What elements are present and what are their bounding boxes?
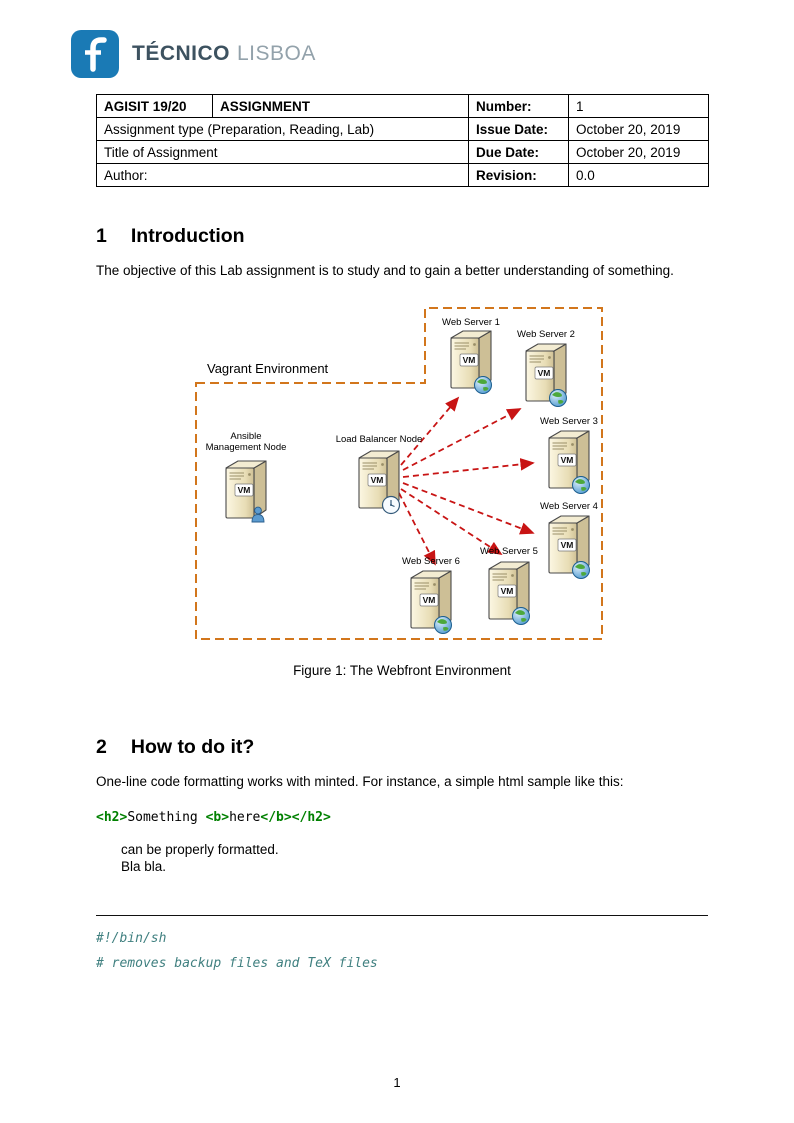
globe-icon — [434, 616, 452, 634]
ansible-management-node: Ansible Management Node VM — [206, 431, 287, 523]
formatted-note: can be properly formatted. Bla bla. — [121, 841, 708, 875]
note-line-1: can be properly formatted. — [121, 842, 279, 857]
webfront-environment-diagram: Vagrant Environment Ansible Management N… — [195, 307, 603, 640]
brand-primary-text: TÉCNICO — [132, 42, 230, 65]
table-row: AGISIT 19/20 ASSIGNMENT Number: 1 — [96, 94, 709, 118]
web-server-5-node: Web Server 5 VM — [480, 546, 538, 625]
due-date-label-cell: Due Date: — [468, 140, 569, 164]
globe-icon — [572, 561, 590, 579]
section-2-paragraph: One-line code formatting works with mint… — [96, 774, 624, 789]
web-server-1-label: Web Server 1 — [442, 317, 500, 328]
code-listing-rule — [96, 915, 708, 916]
tecnico-lisboa-logo: TÉCNICO LISBOA — [71, 30, 708, 78]
vm-badge-label: VM — [423, 595, 436, 605]
load-balancer-arrows — [398, 396, 535, 566]
tecnico-shield-icon — [71, 30, 119, 78]
issue-date-label-cell: Issue Date: — [468, 117, 569, 141]
code-text-1: Something — [127, 810, 206, 825]
html-sample-code: <h2>Something <b>here</b></h2> — [96, 810, 708, 825]
arrow-to-web-server-5 — [400, 488, 503, 555]
section-1-number: 1 — [96, 225, 107, 247]
globe-icon — [549, 389, 567, 407]
brand-wordmark: TÉCNICO LISBOA — [132, 42, 316, 66]
figure-1-caption: Figure 1: The Webfront Environment — [293, 663, 511, 678]
globe-icon — [572, 476, 590, 494]
web-server-1-node: Web Server 1 VM — [442, 317, 500, 394]
assignment-info-table: AGISIT 19/20 ASSIGNMENT Number: 1 Assign… — [96, 94, 709, 187]
web-server-4-node: Web Server 4 VM — [540, 501, 598, 579]
course-code-cell: AGISIT 19/20 — [96, 94, 213, 118]
code-open-b-tag: <b> — [205, 810, 230, 825]
web-server-4-label: Web Server 4 — [540, 501, 598, 512]
number-value-cell: 1 — [568, 94, 709, 118]
code-close-b-tag: </b> — [260, 810, 292, 825]
vm-badge-label: VM — [463, 355, 476, 365]
assignment-type-cell: Assignment type (Preparation, Reading, L… — [96, 117, 469, 141]
author-label-cell: Author: — [96, 163, 469, 187]
web-server-2-label: Web Server 2 — [517, 329, 575, 340]
note-line-2: Bla bla. — [121, 859, 167, 874]
globe-icon — [512, 607, 530, 625]
number-label-cell: Number: — [468, 94, 569, 118]
web-server-3-label: Web Server 3 — [540, 416, 598, 427]
vagrant-environment-label: Vagrant Environment — [207, 361, 329, 376]
arrow-to-web-server-1 — [400, 396, 460, 466]
shell-code-listing: #!/bin/sh # removes backup files and TeX… — [96, 926, 708, 976]
code-open-h2-tag: <h2> — [96, 810, 128, 825]
web-server-5-label: Web Server 5 — [480, 546, 538, 557]
arrow-to-web-server-2 — [402, 408, 522, 471]
section-2-heading: 2 How to do it? — [96, 736, 708, 759]
vm-badge-label: VM — [561, 455, 574, 465]
clock-icon — [381, 495, 401, 515]
table-row: Title of Assignment Due Date: October 20… — [96, 140, 709, 164]
vm-badge-label: VM — [238, 485, 251, 495]
table-row: Assignment type (Preparation, Reading, L… — [96, 117, 709, 141]
section-1-heading: 1 Introduction — [96, 225, 708, 248]
vm-badge-label: VM — [561, 540, 574, 550]
web-server-2-node: Web Server 2 VM — [517, 329, 575, 407]
arrow-to-web-server-3 — [402, 458, 535, 478]
section-2-title: How to do it? — [130, 736, 255, 758]
due-date-value-cell: October 20, 2019 — [568, 140, 709, 164]
web-server-6-label: Web Server 6 — [402, 556, 460, 567]
revision-label-cell: Revision: — [468, 163, 569, 187]
arrow-to-web-server-4 — [402, 482, 535, 535]
section-1-paragraph: The objective of this Lab assignment is … — [96, 263, 674, 278]
vm-badge-label: VM — [538, 368, 551, 378]
shell-comment-line: # removes backup files and TeX files — [96, 956, 378, 971]
globe-icon — [474, 376, 492, 394]
page-number: 1 — [393, 1075, 401, 1090]
ansible-label-line2: Management Node — [206, 442, 287, 453]
code-close-h2-tag: </h2> — [291, 810, 331, 825]
code-text-2: here — [229, 810, 261, 825]
title-of-assignment-cell: Title of Assignment — [96, 140, 469, 164]
shell-shebang-line: #!/bin/sh — [96, 931, 167, 946]
web-server-3-node: Web Server 3 VM — [540, 416, 598, 494]
issue-date-value-cell: October 20, 2019 — [568, 117, 709, 141]
doc-type-cell: ASSIGNMENT — [212, 94, 469, 118]
vagrant-environment-border — [195, 307, 603, 640]
vm-badge-label: VM — [371, 475, 384, 485]
load-balancer-label: Load Balancer Node — [336, 434, 423, 445]
load-balancer-node: Load Balancer Node VM — [336, 434, 423, 515]
section-1-title: Introduction — [130, 225, 245, 247]
vm-badge-label: VM — [501, 586, 514, 596]
table-row: Author: Revision: 0.0 — [96, 163, 709, 187]
figure-1: Vagrant Environment Ansible Management N… — [96, 303, 708, 678]
ansible-label-line1: Ansible — [230, 431, 261, 442]
web-server-6-node: Web Server 6 VM — [402, 556, 460, 634]
brand-secondary-text: LISBOA — [237, 42, 316, 65]
arrow-to-web-server-6 — [398, 492, 436, 566]
revision-value-cell: 0.0 — [568, 163, 709, 187]
section-2-number: 2 — [96, 736, 107, 758]
